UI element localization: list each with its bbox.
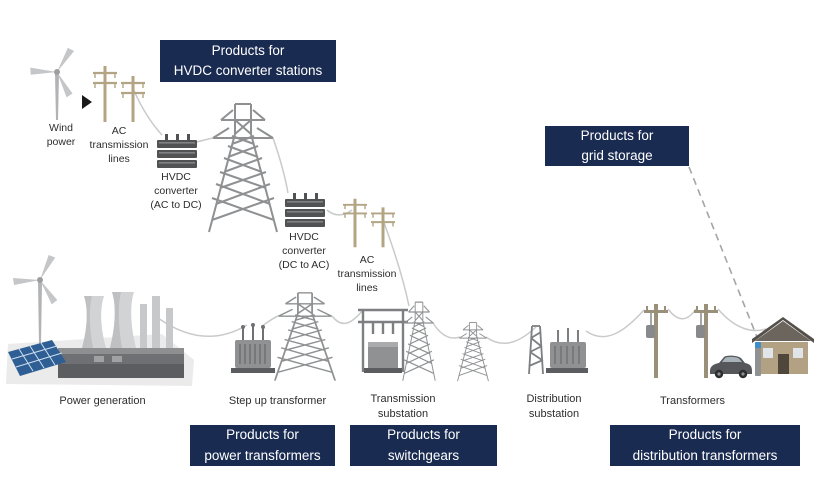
product-box-grid-storage[interactable]: Products for grid storage	[545, 126, 689, 166]
product-box-power-transformers[interactable]: Products for power transformers	[190, 425, 335, 466]
mid-span-tower-icon	[457, 322, 489, 382]
plant-wind-turbine-icon	[13, 254, 58, 344]
chimney-stacks-icon	[140, 296, 173, 348]
wind-turbine-icon	[30, 47, 75, 120]
substation-tower-icon	[402, 301, 436, 382]
ac-transmission-poles-icon-2	[343, 198, 395, 248]
distribution-substation-icon	[528, 325, 588, 375]
label-ac-transmission-lines-1: AC transmission lines	[89, 125, 149, 165]
utility-pole-transformer-icon-2	[694, 304, 718, 378]
house-icon	[752, 317, 814, 374]
product-box-distribution-transformers[interactable]: Products for distribution transformers	[610, 425, 800, 466]
step-up-transformer-icon	[231, 323, 275, 373]
power-generation-illustration	[6, 254, 194, 386]
label-transformers: Transformers	[660, 395, 725, 407]
grid-storage-connector-dashed-line	[688, 166, 758, 338]
electric-car-icon	[710, 355, 752, 379]
step-up-tower-icon	[273, 291, 337, 382]
arrow-icon	[82, 95, 92, 109]
label-transmission-substation: Transmission substation	[370, 393, 436, 420]
transmission-substation-icon	[358, 308, 408, 373]
label-hvdc-converter-dc-ac: HVDC converter (DC to AC)	[278, 231, 330, 271]
solar-panel-icon	[8, 340, 66, 376]
cooling-towers-icon	[82, 292, 136, 348]
product-box-switchgears[interactable]: Products for switchgears	[350, 425, 497, 466]
hvdc-converter-icon-2	[285, 193, 325, 227]
label-ac-transmission-lines-2: AC transmission lines	[337, 254, 397, 294]
transmission-tower-icon	[208, 103, 278, 233]
label-wind-power: Wind power	[46, 122, 76, 148]
product-box-hvdc-converter-stations[interactable]: Products for HVDC converter stations	[160, 40, 336, 82]
plant-building-icon	[58, 348, 184, 378]
ac-transmission-poles-icon	[93, 66, 145, 122]
charging-post-icon	[755, 342, 761, 376]
label-hvdc-converter-ac-dc: HVDC converter (AC to DC)	[150, 171, 202, 211]
label-step-up-transformer: Step up transformer	[228, 395, 327, 407]
utility-pole-transformer-icon-1	[644, 304, 668, 378]
hvdc-converter-icon-1	[157, 134, 197, 168]
label-power-generation: Power generation	[59, 395, 146, 407]
label-distribution-substation: Distribution substation	[526, 393, 582, 420]
